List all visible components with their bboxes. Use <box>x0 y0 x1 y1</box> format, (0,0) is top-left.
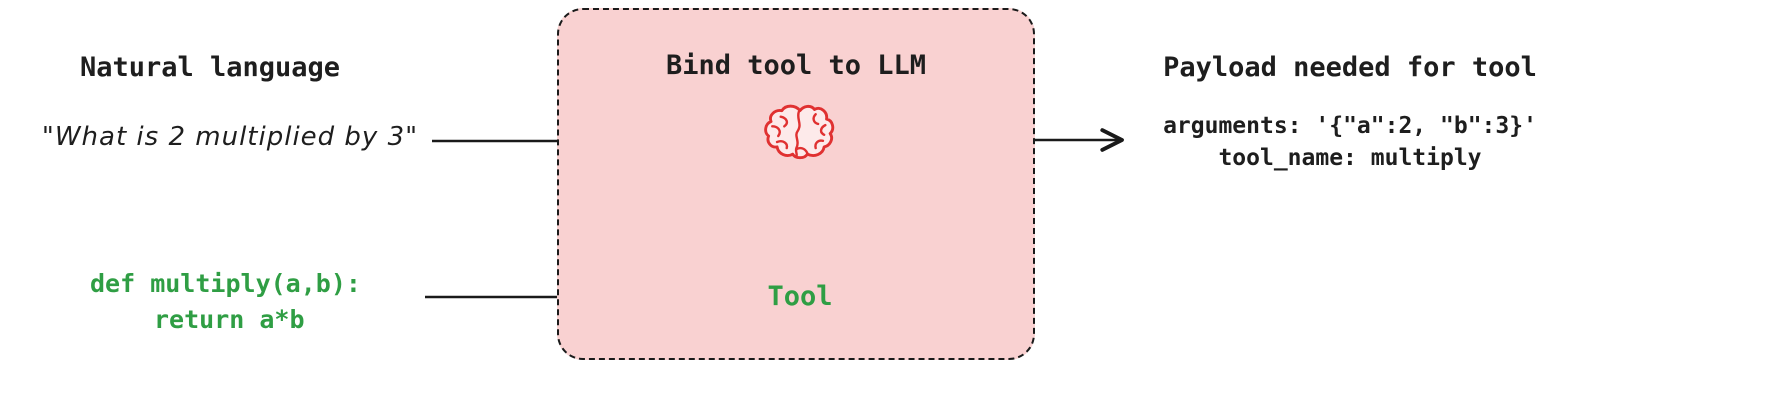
natural-language-heading: Natural language <box>79 52 341 83</box>
tool-code-snippet: def multiply(a,b): return a*b <box>90 266 361 338</box>
payload-line-tool-name: tool_name: multiply <box>1218 145 1482 171</box>
natural-language-quote: "What is 2 multiplied by 3" <box>41 122 419 152</box>
code-line-1: def multiply(a,b): <box>90 269 361 298</box>
payload-line-arguments: arguments: '{"a":2, "b":3}' <box>1163 113 1537 139</box>
brain-icon <box>760 100 840 172</box>
bind-tool-box <box>557 8 1035 360</box>
bind-box-heading: Bind tool to LLM <box>665 50 927 81</box>
payload-heading: Payload needed for tool <box>1163 52 1537 83</box>
tool-label: Tool <box>767 281 833 312</box>
payload-text: arguments: '{"a":2, "b":3}' tool_name: m… <box>1120 110 1580 174</box>
code-line-2: return a*b <box>154 305 305 334</box>
